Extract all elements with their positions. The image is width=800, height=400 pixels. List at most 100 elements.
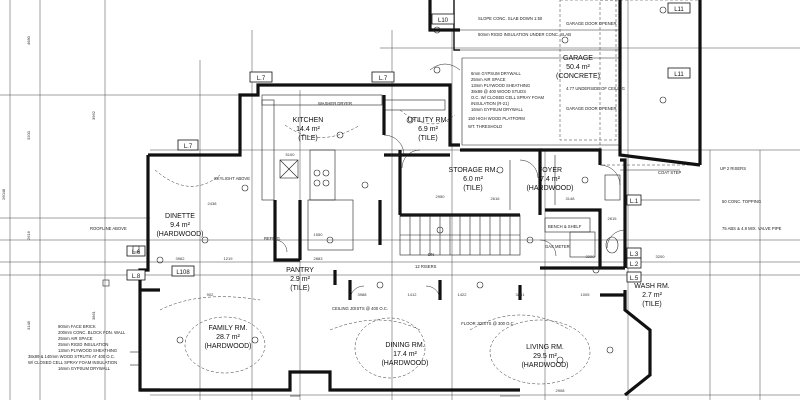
wall-line-6: 38x89 & 140mm WOOD STRUTS AT 400 O.C.: [28, 354, 115, 359]
note-roofline: ROOFLINE ABOVE: [90, 226, 127, 231]
note-ceiling-joists: CEILING JOISTS @ 400 O.C.: [332, 306, 388, 311]
note-refrig: REFRIG.: [264, 236, 281, 241]
room-floor-wash: (TILE): [642, 301, 661, 308]
tag-l10: L10: [438, 18, 449, 24]
room-floor-foyer: (HARDWOOD): [526, 185, 573, 192]
dim-6: 1422: [458, 292, 468, 297]
tag-l11-top: L11: [674, 7, 684, 13]
wall-line-5: 13mm PLYWOOD SHEATHING: [58, 348, 117, 353]
note-risers-count: 12 RISERS: [415, 264, 437, 269]
room-area-dinette: 9.4 m²: [170, 222, 191, 229]
wall-line-7: W/ CLOSED CELL SPRAY FOAM INSULATION: [28, 360, 117, 365]
tag-l11-mid: L11: [674, 72, 684, 78]
room-floor-dining: (HARDWOOD): [381, 360, 428, 367]
tag-l8: L.8: [132, 274, 141, 280]
note-skylight: SKYLIGHT ABOVE: [214, 176, 250, 181]
dim-17: 2438: [208, 201, 218, 206]
room-labels: KITCHEN 14.4 m² (TILE) UTILITY RM. 6.9 m…: [156, 55, 669, 369]
room-name-utility: UTILITY RM.: [408, 117, 449, 124]
note-washer-dryer: WASHER DRYER: [318, 101, 352, 106]
wall-line-4: 25mm RIGID INSULATION: [58, 342, 108, 347]
door-swings: [274, 134, 626, 301]
room-name-living: LIVING RM.: [526, 344, 564, 351]
assembly-notes-upper: 6mm GYPSUM DRYWALL 25mm AIR SPACE 13mm P…: [471, 71, 544, 112]
garage-area: [428, 0, 702, 167]
room-floor-pantry: (TILE): [290, 285, 309, 292]
wall-line-8: 16mm GYPSUM DRYWALL: [58, 366, 111, 371]
room-name-garage: GARAGE: [563, 55, 593, 62]
dim-16: 1550: [314, 232, 324, 237]
tag-l5: L.5: [630, 276, 639, 282]
assembly-line-5: O.C. W/ CLOSED CELL SPRAY FOAM: [471, 95, 544, 100]
dim-12: 2950: [436, 194, 446, 199]
svg-text:26048: 26048: [1, 188, 6, 200]
assembly-line-6: INSULATION (R-21): [471, 101, 509, 106]
ceiling-features: [184, 316, 591, 385]
note-conc-topping: 50 CONC. TOPPING: [722, 199, 761, 204]
room-name-foyer: FOYER: [538, 167, 562, 174]
stair: [399, 214, 521, 256]
tag-l1: L.1: [630, 199, 639, 205]
wall-line-3: 25mm AIR SPACE: [58, 336, 93, 341]
wall-line-2: 200mm CONC. BLOCK FDN. WALL: [58, 330, 126, 335]
assembly-line-1: 6mm GYPSUM DRYWALL: [471, 71, 521, 76]
svg-text:3200: 3200: [26, 130, 31, 140]
dim-11: 3148: [566, 196, 576, 201]
note-garage-door-bottom: GARAGE DOOR OPENER: [566, 106, 617, 111]
svg-text:3861: 3861: [91, 310, 96, 320]
note-platform: 150 HIGH WOOD PLATFORM: [468, 116, 525, 121]
room-name-dining: DINING RM.: [385, 342, 424, 349]
room-floor-living: (HARDWOOD): [521, 362, 568, 369]
assembly-line-7: 16mm GYPSUM DRYWALL: [471, 107, 524, 112]
room-area-kitchen: 14.4 m²: [296, 126, 320, 133]
note-dn: DN: [428, 252, 434, 257]
tag-l6: L.6: [132, 250, 141, 256]
note-rigid-insulation: 50mm RIGID INSULATION UNDER CONC. SLAB: [478, 32, 571, 37]
note-gas-meter: GAS METER: [545, 244, 570, 249]
room-name-storage: STORAGE RM.: [449, 167, 498, 174]
svg-text:2616: 2616: [26, 230, 31, 240]
assembly-line-3: 13mm PLYWOOD SHEATHING: [471, 83, 530, 88]
room-name-pantry: PANTRY: [286, 267, 314, 274]
wall-line-1: 90mm FACE BRICK: [58, 324, 96, 329]
dim-8: 1005: [581, 292, 591, 297]
room-floor-storage: (TILE): [463, 185, 482, 192]
svg-text:3962: 3962: [91, 110, 96, 120]
svg-text:3148: 3148: [26, 320, 31, 330]
room-area-utility: 6.9 m²: [418, 126, 439, 133]
note-risers: UP 2 RISERS: [720, 166, 746, 171]
room-area-foyer: 7.4 m²: [540, 176, 561, 183]
room-floor-family: (HARDWOOD): [204, 343, 251, 350]
note-garage-door-top: GARAGE DOOR OPENER: [566, 21, 617, 26]
room-area-wash: 2.7 m²: [642, 292, 663, 299]
dim-15: 1230: [391, 152, 401, 157]
dim-3: 2883: [314, 256, 324, 261]
room-name-family: FAMILY RM.: [208, 325, 247, 332]
annotations: SLOPE CONC. SLAB DOWN 1:50 50mm RIGID IN…: [90, 16, 782, 326]
assembly-line-4: 38x89 @ 400 WOOD STUDS: [471, 89, 526, 94]
tag-l2: L.2: [630, 262, 639, 268]
tag-l7-upper: L.7: [257, 76, 266, 82]
note-coat-step: COAT STEP: [658, 170, 682, 175]
note-slope-slab: SLOPE CONC. SLAB DOWN 1:50: [478, 16, 543, 21]
dim-19: 3200: [586, 254, 596, 259]
dim-20: 3200: [656, 254, 666, 259]
dim-9: 902: [207, 292, 214, 297]
tags: L10 L11 L11 L.7 L.7 L.7 L.6 L.8 L108 L.1…: [126, 2, 691, 283]
svg-text:4680: 4680: [26, 35, 31, 45]
note-underside: 4.77 UNDERSIDE OF CEILING: [566, 86, 625, 91]
room-area-storage: 6.0 m²: [463, 176, 484, 183]
dim-5: 1412: [408, 292, 418, 297]
tag-l3: L.3: [630, 252, 639, 258]
dimension-strings: 3962 1219 2883 3988 1412 1422 3861 1005 …: [176, 152, 666, 393]
room-area-garage: 50.4 m²: [566, 64, 590, 71]
room-name-dinette: DINETTE: [165, 213, 195, 220]
note-bench-shelf: BENCH & SHELF: [548, 224, 582, 229]
room-area-pantry: 2.9 m²: [290, 276, 311, 283]
tag-l7-kitchen: L.7: [379, 76, 388, 82]
room-area-dining: 17.4 m²: [393, 351, 417, 358]
edge-marks: [102, 245, 520, 397]
dim-18: 2908: [556, 388, 566, 393]
dim-7: 3861: [516, 292, 526, 297]
